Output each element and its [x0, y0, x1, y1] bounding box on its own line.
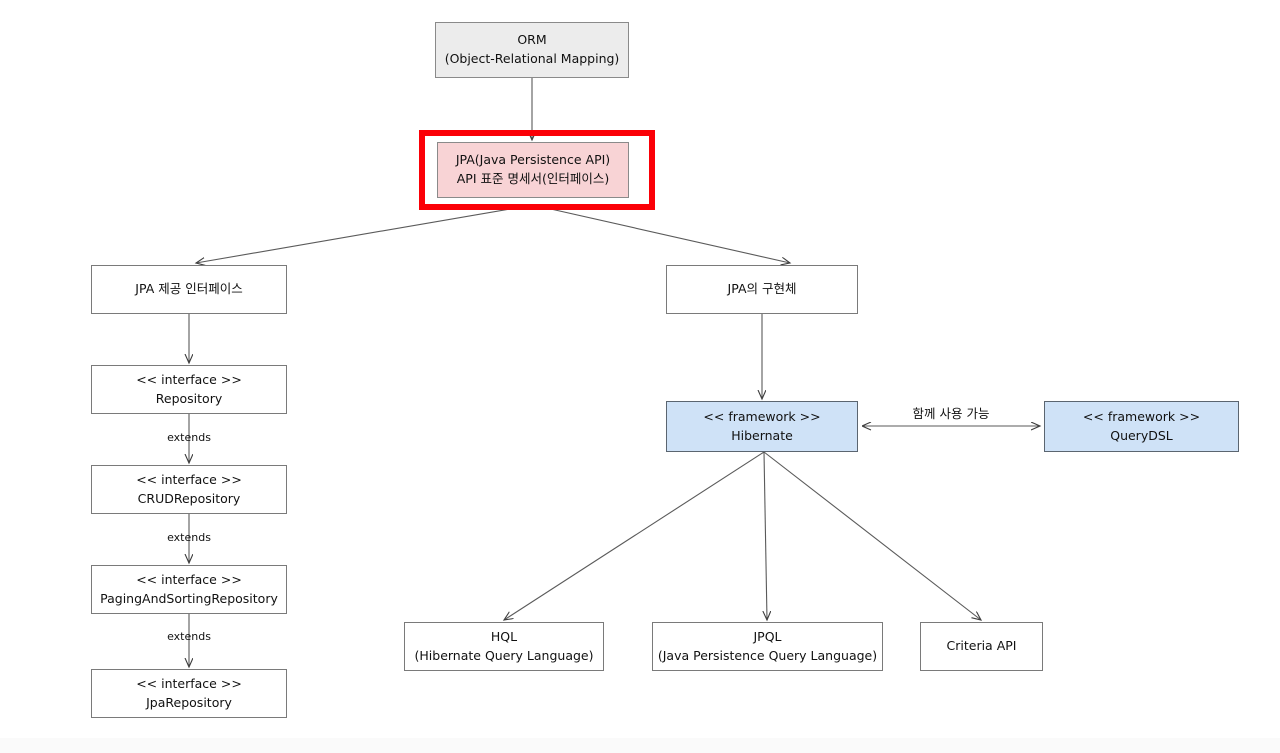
- edge-hibernate-to-criteria-api: [763, 451, 981, 620]
- edge-hibernate-to-jpql: [764, 451, 767, 620]
- edge-jpa-to-implementation: [532, 204, 790, 263]
- node-paging-and-sorting-repository-stereotype: << interface >>: [136, 571, 242, 587]
- node-orm[interactable]: ORM (Object-Relational Mapping): [435, 22, 629, 78]
- edge-hibernate-to-hql: [504, 451, 765, 620]
- node-jpa-implementation[interactable]: JPA의 구현체: [666, 265, 858, 314]
- node-jpa-line-1: JPA(Java Persistence API): [455, 152, 611, 168]
- node-jpa-repository[interactable]: << interface >> JpaRepository: [91, 669, 287, 718]
- node-paging-and-sorting-repository[interactable]: << interface >> PagingAndSortingReposito…: [91, 565, 287, 614]
- node-orm-line-2: (Object-Relational Mapping): [444, 51, 620, 66]
- node-repository[interactable]: << interface >> Repository: [91, 365, 287, 414]
- node-jpa[interactable]: JPA(Java Persistence API) API 표준 명세서(인터페…: [437, 142, 629, 198]
- node-jpa-line-2: API 표준 명세서(인터페이스): [456, 171, 610, 186]
- node-jpa-repository-label: JpaRepository: [146, 694, 232, 710]
- node-jpql[interactable]: JPQL (Java Persistence Query Language): [652, 622, 883, 671]
- highlight-rect-jpa: [419, 130, 655, 210]
- node-crud-repository[interactable]: << interface >> CRUDRepository: [91, 465, 287, 514]
- node-paging-and-sorting-repository-label: PagingAndSortingRepository: [100, 590, 278, 606]
- node-crud-repository-stereotype: << interface >>: [136, 471, 242, 487]
- node-hql[interactable]: HQL (Hibernate Query Language): [404, 622, 604, 671]
- node-jpa-implementation-label: JPA의 구현체: [727, 281, 797, 297]
- node-jpa-repository-stereotype: << interface >>: [136, 675, 242, 691]
- node-querydsl[interactable]: << framework >> QueryDSL: [1044, 401, 1239, 452]
- node-repository-label: Repository: [155, 390, 223, 406]
- node-jpa-provided-interfaces-label: JPA 제공 인터페이스: [135, 281, 243, 297]
- edge-label-hibernate-querydsl: 함께 사용 가능: [912, 406, 990, 421]
- bottom-background-strip: [0, 738, 1280, 753]
- node-querydsl-stereotype: << framework >>: [1082, 408, 1201, 424]
- edge-jpa-to-provided-interfaces: [196, 204, 534, 263]
- node-jpql-line-1: JPQL: [753, 628, 782, 644]
- node-querydsl-label: QueryDSL: [1110, 427, 1173, 443]
- node-criteria-api-label: Criteria API: [946, 638, 1017, 654]
- node-orm-line-1: ORM: [517, 32, 547, 48]
- edge-label-extends-paging-to-jpa-repository: extends: [167, 630, 211, 643]
- node-hibernate[interactable]: << framework >> Hibernate: [666, 401, 858, 452]
- edge-label-extends-repository-to-crud: extends: [167, 431, 211, 444]
- node-hibernate-label: Hibernate: [731, 427, 793, 443]
- node-hql-line-2: (Hibernate Query Language): [414, 647, 594, 663]
- node-crud-repository-label: CRUDRepository: [137, 490, 241, 506]
- edge-label-extends-crud-to-paging: extends: [167, 531, 211, 544]
- node-criteria-api[interactable]: Criteria API: [920, 622, 1043, 671]
- node-hql-line-1: HQL: [490, 628, 518, 644]
- node-hibernate-stereotype: << framework >>: [703, 408, 821, 424]
- node-jpql-line-2: (Java Persistence Query Language): [657, 647, 878, 663]
- node-repository-stereotype: << interface >>: [136, 371, 242, 387]
- node-jpa-provided-interfaces[interactable]: JPA 제공 인터페이스: [91, 265, 287, 314]
